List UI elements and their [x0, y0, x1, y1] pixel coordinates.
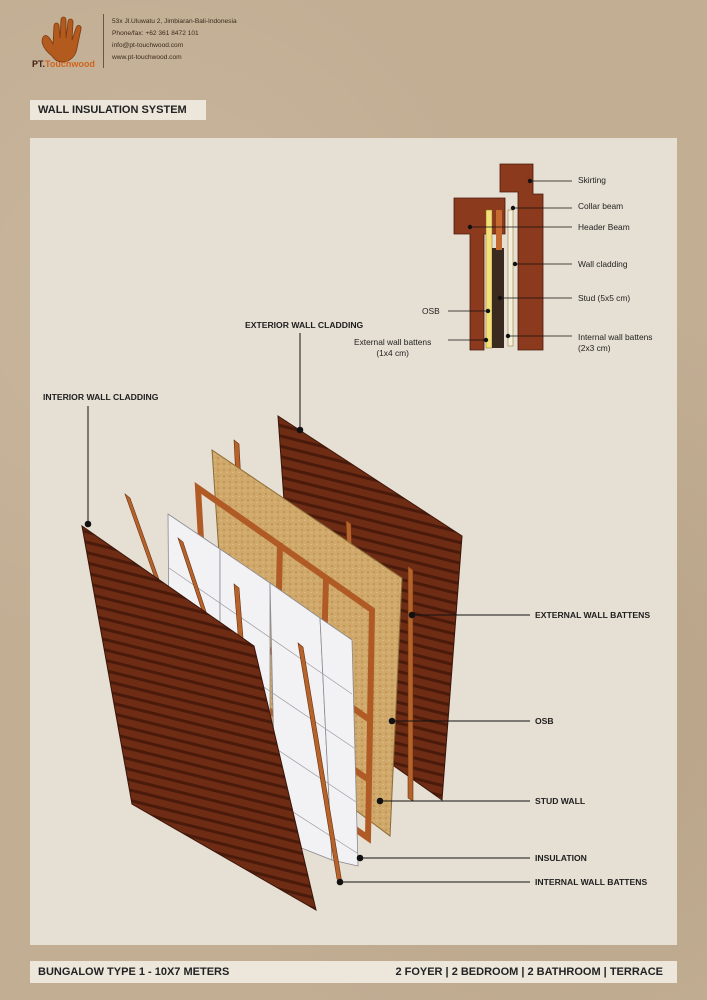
internal-battens-label: Internal wall battens (2x3 cm): [578, 332, 653, 354]
internal-battens-label-line1: Internal wall battens: [578, 332, 653, 342]
header-divider: [103, 14, 104, 68]
internal-battens-label-line2: (2x3 cm): [578, 343, 611, 353]
interior-cladding-panel: [81, 524, 317, 912]
detail-osb-label: OSB: [422, 306, 440, 316]
footer-model: BUNGALOW TYPE 1 - 10X7 METERS: [38, 966, 230, 978]
contact-block: 53x Jl.Uluwatu 2, Jimbiaran-Bali-Indones…: [112, 16, 237, 64]
collar-block: [496, 210, 502, 250]
hand-logo-icon: [41, 16, 82, 63]
footer-bar: BUNGALOW TYPE 1 - 10X7 METERS 2 FOYER | …: [30, 961, 677, 983]
page-title: WALL INSULATION SYSTEM: [30, 100, 206, 120]
stud-label: Stud (5x5 cm): [578, 293, 631, 303]
layer-leaders: [84, 333, 530, 886]
external-battens-label: External wall battens (1x4 cm): [354, 337, 431, 359]
internal-batten-strip: [507, 209, 514, 347]
external-battens-label-line2: (1x4 cm): [376, 348, 409, 358]
email-link[interactable]: info@pt-touchwood.com: [112, 42, 184, 49]
osb-strip: [485, 209, 493, 349]
header: PT.Touchwood 53x Jl.Uluwatu 2, Jimbiaran…: [0, 0, 707, 80]
wall-cladding-label: Wall cladding: [578, 259, 628, 269]
header-beam-shape: [453, 197, 506, 351]
stud-wall-label: STUD WALL: [535, 796, 586, 806]
diagram-panel: Skirting Collar beam Header Beam Wall cl…: [30, 138, 677, 945]
website-link[interactable]: www.pt-touchwood.com: [112, 54, 182, 61]
logo-prefix: PT.: [32, 59, 46, 69]
insulation-label: INSULATION: [535, 853, 587, 863]
header-beam-label: Header Beam: [578, 222, 630, 232]
interior-cladding-label: INTERIOR WALL CLADDING: [43, 392, 159, 402]
osb-layer-label: OSB: [535, 716, 554, 726]
internal-battens-layer-label: INTERNAL WALL BATTENS: [535, 877, 648, 887]
logo-name: Touchwood: [45, 59, 95, 69]
footer-rooms: 2 FOYER | 2 BEDROOM | 2 BATHROOM | TERRA…: [395, 966, 663, 978]
skirting-shape: [499, 163, 544, 351]
wall-diagram: [81, 163, 572, 912]
external-battens-layer-label: EXTERNAL WALL BATTENS: [535, 610, 651, 620]
exterior-cladding-label: EXTERIOR WALL CLADDING: [245, 320, 364, 330]
collar-beam-label: Collar beam: [578, 201, 624, 211]
section-detail: [453, 163, 544, 351]
address-text: 53x Jl.Uluwatu 2, Jimbiaran-Bali-Indones…: [112, 18, 237, 25]
external-battens-label-line1: External wall battens: [354, 337, 432, 347]
phone-text: Phone/fax: +62 361 8472 101: [112, 30, 199, 37]
skirting-label: Skirting: [578, 175, 606, 185]
logo-text: PT.Touchwood: [32, 59, 95, 69]
detail-leaders: [448, 178, 572, 343]
